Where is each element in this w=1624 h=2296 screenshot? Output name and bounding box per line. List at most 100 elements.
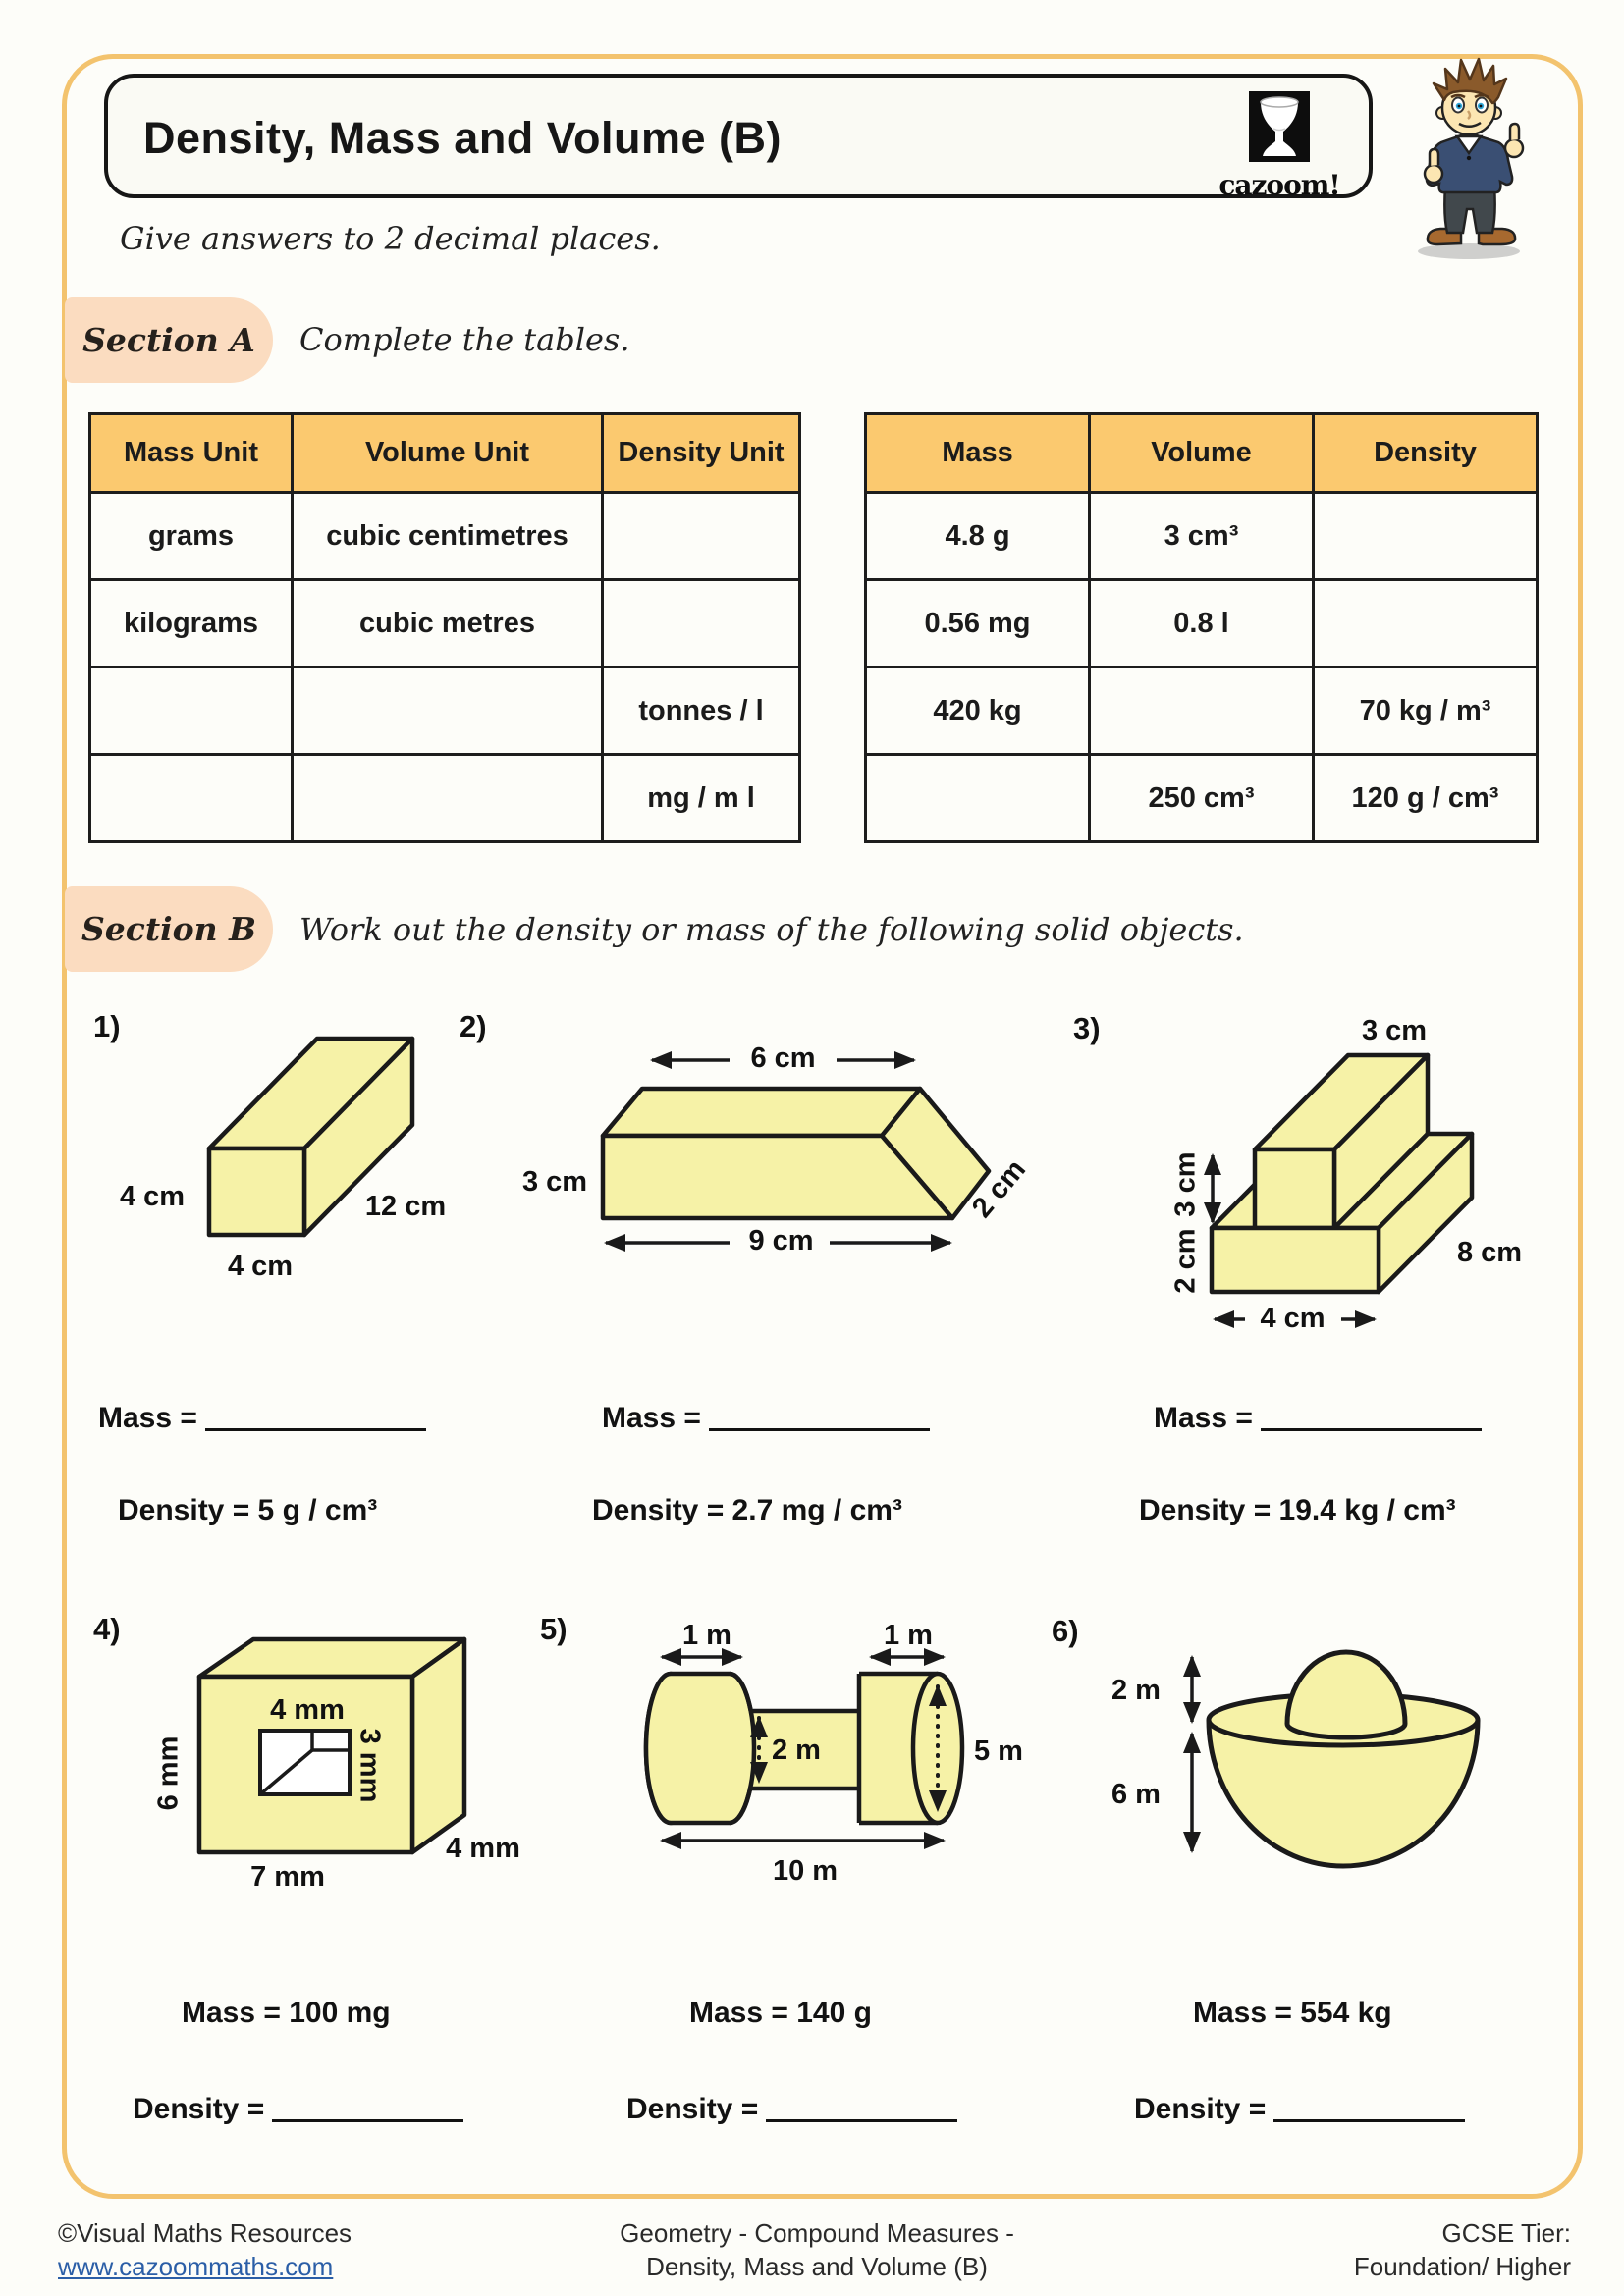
dim-left-cylinder: 1 m [682,1620,731,1651]
answer-blank [766,2093,958,2122]
table-row: 420 kg 70 kg / m³ [864,666,1539,756]
column-header: Density [1312,412,1539,494]
dim-height: 4 cm [119,1181,186,1212]
density-given: Density = 2.7 mg / cm³ [592,1494,902,1526]
problem-number: 2) [460,1009,487,1043]
table-cell [601,578,801,668]
dim-dome-height: 2 m [1111,1675,1161,1706]
table-cell [864,753,1091,843]
column-header: Density Unit [601,412,801,494]
table-cell: 4.8 g [864,491,1091,581]
topic-line-2: Density, Mass and Volume (B) [646,2252,988,2281]
density-answer-line: Density = [626,2093,958,2126]
page-title: Density, Mass and Volume (B) [143,113,782,163]
mass-given: Mass = 100 mg [182,1997,391,2029]
dim-left: 3 cm [521,1166,588,1198]
dim-top: 6 cm [750,1042,816,1074]
section-b-instruction: Work out the density or mass of the foll… [299,911,1244,948]
mascot-boy [1418,57,1525,259]
table-row: mg / m l [88,753,801,843]
dim-width: 4 cm [227,1251,294,1282]
t-prism-shape [1204,1052,1475,1328]
table-cell: grams [88,491,294,581]
problem-6: 6) 2 m 6 m [1031,1600,1581,1944]
dim-top: 3 cm [1361,1015,1428,1046]
answer-blank [272,2093,464,2122]
table-cell: 70 kg / m³ [1312,666,1539,756]
dim-bowl-height: 6 m [1111,1779,1161,1810]
table-cell: tonnes / l [601,666,801,756]
table-cell: 0.56 mg [864,578,1091,668]
footer-topic-block: Geometry - Compound Measures - Density, … [596,2216,1038,2283]
table-cell: 420 kg [864,666,1091,756]
instruction-text: Give answers to 2 decimal places. [120,220,661,257]
mass-answer-line: Mass = [98,1402,426,1435]
section-a-badge: Section A [65,297,273,383]
density-answer-line: Density = [1134,2093,1466,2126]
dim-depth: 8 cm [1456,1237,1523,1268]
section-a-instruction: Complete the tables. [299,321,630,358]
density-given: Density = 5 g / cm³ [118,1494,378,1526]
table-cell [291,666,604,756]
table-cell: 3 cm³ [1088,491,1315,581]
page-frame [62,54,1583,2199]
website-link[interactable]: www.cazoommaths.com [58,2252,334,2281]
table-cell [601,491,801,581]
problem-number: 6) [1052,1614,1079,1648]
dim-stem-height: 3 cm [1169,1151,1202,1217]
footer-tier-block: GCSE Tier: Foundation/ Higher [1354,2216,1571,2283]
problem-number: 5) [540,1612,568,1646]
dim-diameter: 5 m [974,1735,1023,1767]
dim-hole-height: 3 mm [353,1728,386,1803]
mass-given: Mass = 140 g [689,1997,872,2029]
cuboid-shape [206,1036,415,1238]
table-cell: 250 cm³ [1088,753,1315,843]
table-cell: mg / m l [601,753,801,843]
mass-given: Mass = 554 kg [1193,1997,1392,2029]
table-cell: kilograms [88,578,294,668]
table-row: tonnes / l [88,666,801,756]
hemisphere-shape [1183,1649,1481,1869]
column-header: Volume [1088,412,1315,494]
dim-height: 6 mm [152,1735,185,1811]
copyright-text: ©Visual Maths Resources [58,2218,352,2248]
table-cell [1088,666,1315,756]
dim-depth: 12 cm [364,1191,447,1222]
problem-3: 3) 3 cm 3 cm 2 cm 4 cm 8 cm [1060,982,1585,1355]
title-box: Density, Mass and Volume (B) cazoom! [104,74,1373,201]
problem-1: 1) 4 cm 4 cm 12 cm [79,1001,471,1335]
prism-shape [600,1051,992,1252]
problem-number: 4) [93,1612,121,1646]
mass-answer-line: Mass = [602,1402,930,1435]
table-cell: cubic metres [291,578,604,668]
table-cell: 0.8 l [1088,578,1315,668]
dumbbell-shape [643,1648,965,1849]
holed-cuboid-shape [196,1636,467,1855]
answer-blank [204,1402,426,1431]
drum-icon [1249,91,1310,162]
dim-rod-diameter: 2 m [772,1735,821,1766]
section-b-badge: Section B [65,886,273,972]
topic-line-1: Geometry - Compound Measures - [620,2218,1014,2248]
dim-bottom: 9 cm [748,1225,814,1256]
dim-right-cylinder: 1 m [884,1620,933,1651]
tier-label: GCSE Tier: [1441,2218,1571,2248]
density-answer-line: Density = [133,2093,464,2126]
table-cell [1312,578,1539,668]
problem-4: 4) 4 mm 3 mm 6 mm 7 mm 4 mm [79,1600,540,1944]
table-cell [88,666,294,756]
dim-depth: 4 mm [446,1833,520,1864]
dim-base-height: 2 cm [1169,1228,1202,1294]
density-given: Density = 19.4 kg / cm³ [1139,1494,1456,1526]
table-cell: cubic centimetres [291,491,604,581]
